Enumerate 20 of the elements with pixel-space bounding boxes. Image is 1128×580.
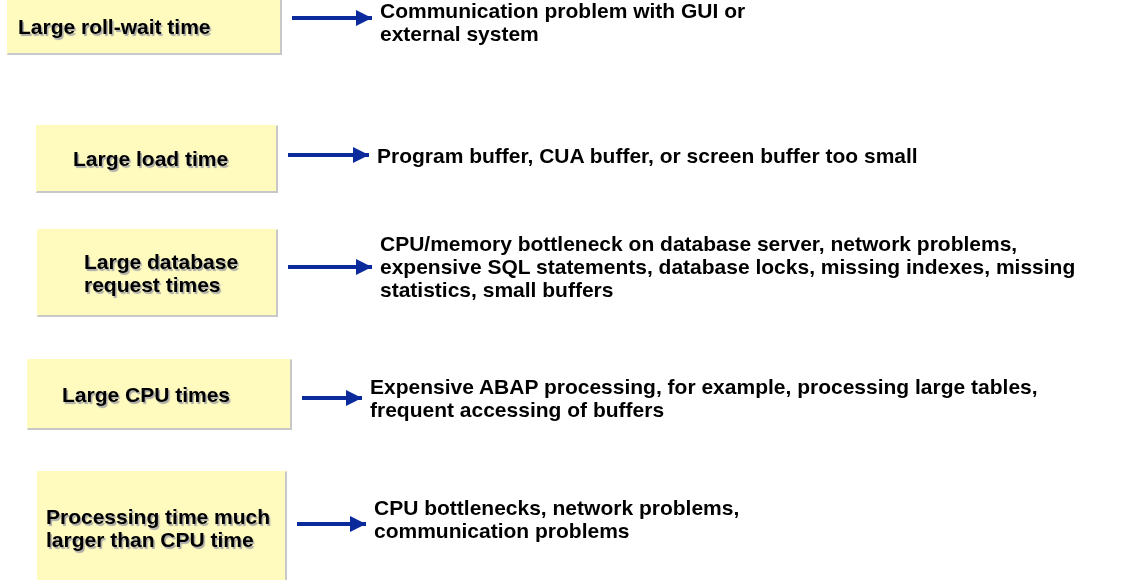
explanation-text: Expensive ABAP processing, for example, processing large tables, frequent accessing of buffers [370,375,1039,421]
cause-box [37,471,287,580]
cause-label: Large load time [73,147,229,170]
arrow [297,516,366,532]
cause-label: Large CPU times [62,382,231,406]
explanation-text: CPU/memory bottleneck on database server, network problems, expensive SQL statements, database locks, missing indexes, missing statistics, small buffers [380,232,1077,301]
cause-box [7,0,282,55]
explanation-text: CPU bottlenecks, network problems, communication problems [374,496,741,542]
arrow [288,147,369,163]
cause-label: Processing time much larger than CPU time [46,505,272,551]
arrow [292,10,372,26]
explanation-text: Communication problem with GUI or external system [380,0,747,45]
arrow [288,259,372,275]
cause-box [36,125,278,193]
cause-box [27,359,292,430]
cause-box [37,229,278,317]
cause-label: Large database request times [84,249,240,296]
cause-label: Large roll-wait time [18,14,211,38]
explanation-text: Program buffer, CUA buffer, or screen buffer too small [377,144,919,167]
arrow [302,390,362,406]
